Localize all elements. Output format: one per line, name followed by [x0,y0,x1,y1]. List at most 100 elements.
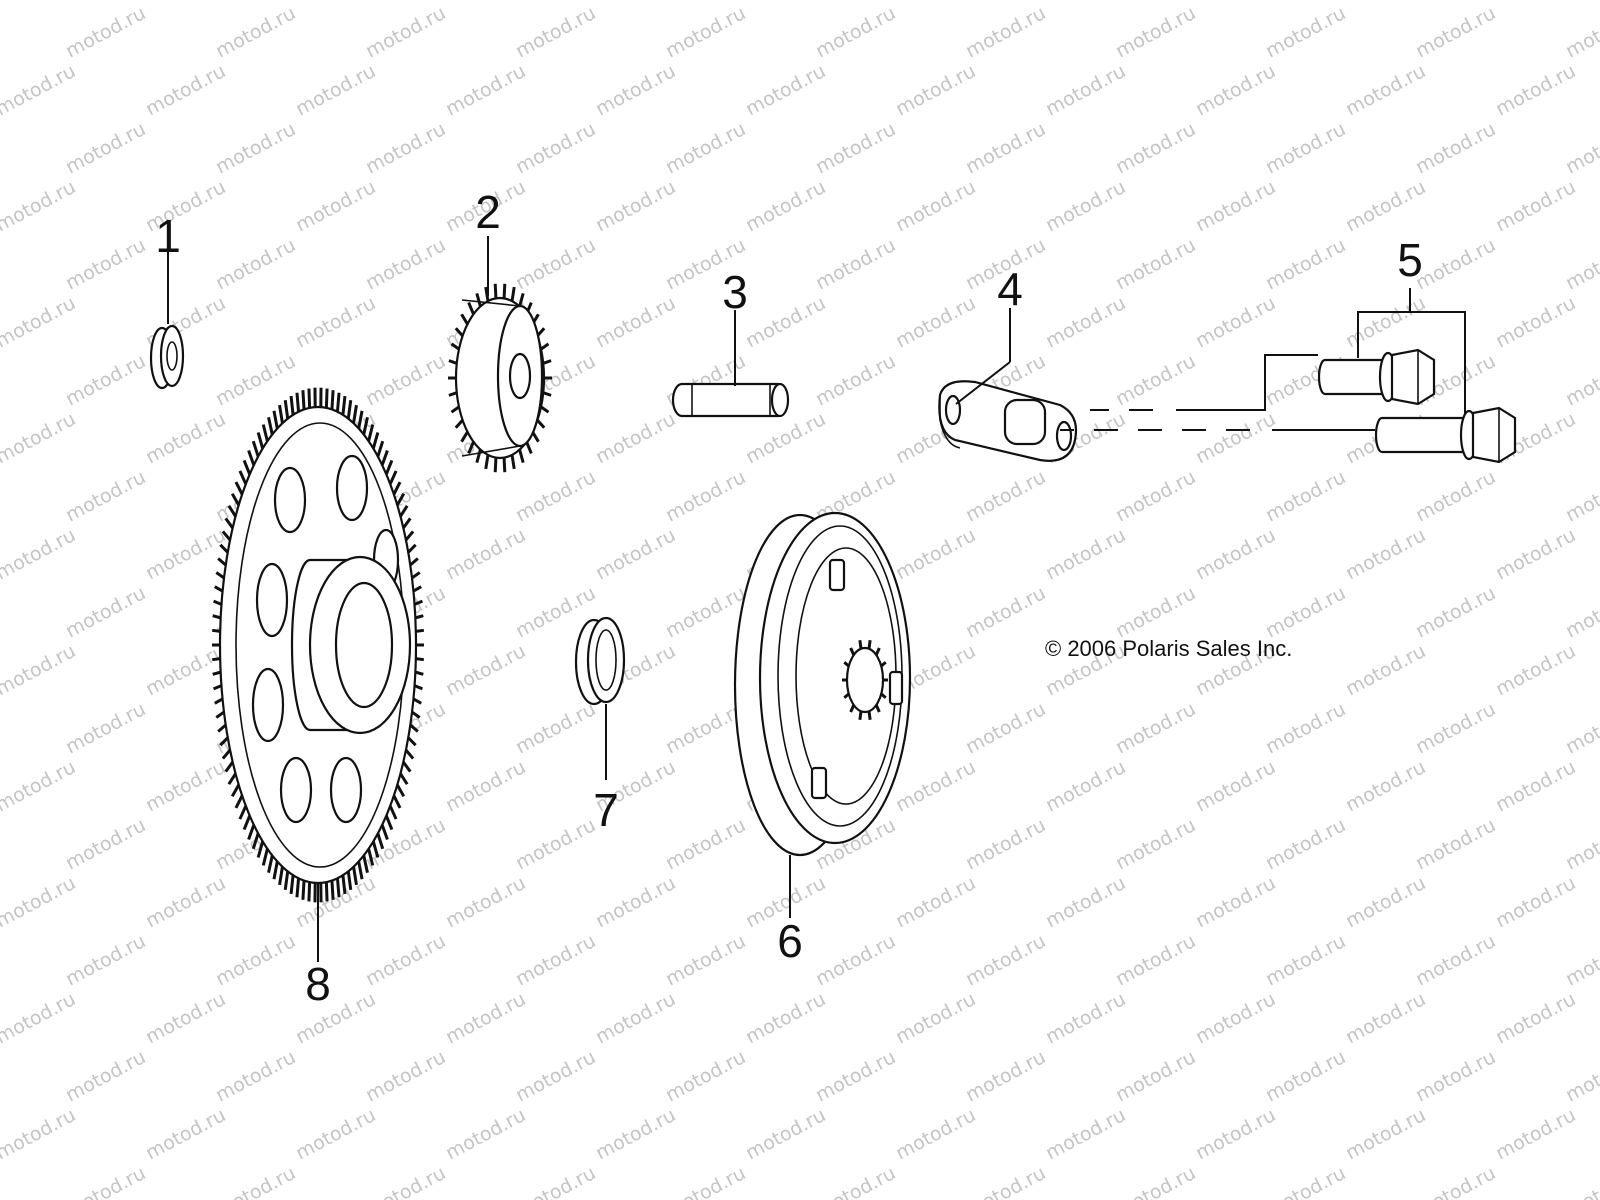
callout-8: 8 [305,958,331,1010]
ring-gear-tooth [224,761,234,773]
watermark-text: motod.ru [1342,1104,1429,1164]
watermark-text: motod.ru [662,930,749,990]
ring-gear-tooth [395,492,406,506]
ring-gear-tooth [238,470,248,485]
watermark-text: motod.ru [212,1046,299,1106]
ring-gear-tooth [357,410,364,429]
watermark-text: motod.ru [212,1162,299,1200]
ring-gear-tooth [211,628,221,633]
watermark-text: motod.ru [0,756,79,816]
watermark-text: motod.ru [892,60,979,120]
ring-gear-tooth [211,657,221,662]
ring-gear-tooth [224,517,234,529]
watermark-text: motod.ru [1112,814,1199,874]
watermark-text: motod.ru [1492,292,1579,352]
watermark-text: motod.ru [892,756,979,816]
watermark-text: motod.ru [362,234,449,294]
part-7-bushing[interactable] [574,616,626,706]
watermark-text: motod.ru [1112,930,1199,990]
ring-gear-tooth [221,530,232,541]
callout-1: 1 [155,210,181,262]
watermark-text: motod.ru [1042,60,1129,120]
watermark-text: motod.ru [812,350,899,410]
part-4-retainer-plate[interactable] [938,380,1078,462]
watermark-text: motod.ru [0,0,79,4]
watermark-text: motod.ru [1262,1046,1349,1106]
part-2-spur-gear[interactable] [448,283,552,473]
watermark-text: motod.ru [362,118,449,178]
watermark-text: motod.ru [1262,234,1349,294]
watermark-text: motod.ru [212,118,299,178]
watermark-text: motod.ru [1042,292,1129,352]
watermark-text: motod.ru [1562,118,1600,178]
watermark-text: motod.ru [962,118,1049,178]
watermark-text: motod.ru [142,408,229,468]
watermark-text: motod.ru [592,1104,679,1164]
watermark-text: motod.ru [62,1162,149,1200]
watermark-text: motod.ru [662,582,749,642]
ring-gear-tooth [402,761,412,773]
watermark-text: motod.ru [892,988,979,1048]
ring-gear-tooth [404,530,415,541]
ring-gear-tooth [380,449,389,466]
watermark-text: motod.ru [662,2,749,62]
watermark-text: motod.ru [1192,60,1279,120]
watermark-text: motod.ru [1042,756,1129,816]
ring-gear-tooth [384,815,394,831]
copyright-text: © 2006 Polaris Sales Inc. [1045,636,1292,661]
watermark-text: motod.ru [362,930,449,990]
hub-spline-tooth [858,711,863,721]
watermark-text: motod.ru [1562,582,1600,642]
ring-gear-tooth [414,670,424,676]
watermark-text: motod.ru [1492,640,1579,700]
spur-gear-tooth [493,283,498,299]
ring-gear-tooth [219,543,229,554]
ring-gear-tooth [307,882,312,902]
watermark-text: motod.ru [1342,0,1429,4]
ring-gear-tooth [230,784,241,798]
ring-gear-tooth [217,557,227,567]
spur-gear-tooth [542,359,552,365]
ring-gear-tooth [267,855,274,873]
ring-gear-tooth [352,404,358,424]
callout-7: 7 [593,784,619,836]
watermark-text: motod.ru [1342,756,1429,816]
spur-gear-tooth [536,419,546,429]
watermark-text: motod.ru [1192,1104,1279,1164]
part-6-clutch-housing[interactable] [733,511,912,857]
spur-gear-tooth [502,457,507,473]
watermark-text: motod.ru [592,408,679,468]
watermark-text: motod.ru [0,988,79,1048]
watermark-text: motod.ru [1562,1046,1600,1106]
watermark-text: motod.ru [742,988,829,1048]
watermark-text: motod.ru [662,814,749,874]
watermark-text: motod.ru [0,1104,79,1164]
ring-gear-tooth [376,440,385,457]
ring-gear-tooth [335,878,341,898]
ring-gear-tooth [221,749,232,760]
part-3-shaft-pin[interactable] [671,382,790,418]
watermark-text: motod.ru [1492,60,1579,120]
watermark-text: motod.ru [1192,756,1279,816]
watermark-text: motod.ru [742,1104,829,1164]
watermark-text: motod.ru [592,292,679,352]
callout-2: 2 [475,186,501,238]
watermark-text: motod.ru [0,176,79,236]
watermark-text: motod.ru [1192,524,1279,584]
part-1-washer[interactable] [149,324,185,390]
watermark-text: motod.ru [292,1104,379,1164]
watermark-text: motod.ru [0,872,79,932]
watermark-text: motod.ru [512,814,599,874]
ring-gear-tooth [413,599,424,606]
watermark-text: motod.ru [212,930,299,990]
ring-gear-tooth [330,390,335,410]
watermark-text: motod.ru [0,292,79,352]
watermark-text: motod.ru [442,60,529,120]
spur-gear-tooth [475,449,482,464]
watermark-text: motod.ru [1342,640,1429,700]
part-8-ring-gear[interactable] [211,387,425,903]
ring-gear-tooth [335,392,341,412]
part-5-flange-bolts[interactable] [1317,348,1517,464]
watermark-text: motod.ru [1492,524,1579,584]
watermark-text: motod.ru [1112,466,1199,526]
